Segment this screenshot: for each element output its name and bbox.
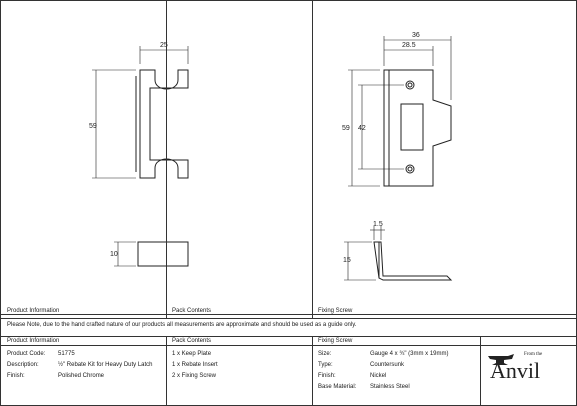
divider-sub-header <box>0 345 577 346</box>
screw-type-label: Type: <box>318 362 333 368</box>
technical-drawing: 25 59 10 36 28.5 59 42 1.5 15 <box>89 32 453 281</box>
description-label: Description: <box>7 362 39 368</box>
product-code-value: 51775 <box>58 351 75 357</box>
divider-logo <box>480 336 481 406</box>
divider-note-top <box>0 318 577 319</box>
dim-plate-width: 36 <box>412 32 420 39</box>
dim-strip-height: 59 <box>89 123 97 130</box>
description-value: ½" Rebate Kit for Heavy Duty Latch <box>58 362 153 368</box>
logo-word: Anvil <box>490 358 541 383</box>
divider-bottom-right <box>312 336 313 406</box>
pack-item-3: 2 x Fixing Screw <box>172 373 217 379</box>
divider-vertical-left <box>166 0 167 318</box>
info-header-screw: Fixing Screw <box>318 338 353 344</box>
panel-header-pack-contents: Pack Contents <box>172 308 212 314</box>
screw-type-value: Countersunk <box>370 362 405 368</box>
divider-bottom-left <box>166 336 167 406</box>
divider-note-bottom <box>0 336 577 337</box>
dim-screw-head: 1.5 <box>373 221 383 228</box>
screw-material-value: Stainless Steel <box>370 384 410 390</box>
info-header-pack: Pack Contents <box>172 338 212 344</box>
dim-plate-slot-height: 42 <box>358 125 366 132</box>
rebate-strip-drawing <box>135 69 189 179</box>
screw-finish-value: Nickel <box>370 373 387 379</box>
pack-item-2: 1 x Rebate Insert <box>172 362 218 368</box>
screw-finish-label: Finish: <box>318 373 336 379</box>
pack-item-1: 1 x Keep Plate <box>172 351 212 357</box>
anvil-emblem-icon <box>488 354 514 365</box>
logo-small-text: From the <box>524 352 543 357</box>
dim-strip-width: 25 <box>160 42 168 49</box>
product-code-label: Product Code: <box>7 351 46 357</box>
info-header-product: Product Information <box>7 338 60 344</box>
screw-size-label: Size: <box>318 351 332 357</box>
rebate-insert-drawing <box>137 241 189 267</box>
finish-label: Finish: <box>7 373 25 379</box>
dim-plate-inner-width: 28.5 <box>402 42 416 49</box>
disclaimer-note: Please Note, due to the hand crafted nat… <box>7 322 357 328</box>
divider-header-rule <box>0 314 577 315</box>
panel-header-product-info: Product Information <box>7 308 60 314</box>
divider-vertical-right <box>312 0 313 318</box>
fixing-screw-drawing <box>373 241 453 281</box>
anvil-logo: From the Anvil <box>484 348 572 400</box>
screw-size-value: Gauge 4 x ¾" (3mm x 19mm) <box>370 351 449 357</box>
dim-screw-length: 15 <box>343 257 351 264</box>
finish-value: Polished Chrome <box>58 373 105 379</box>
screw-material-label: Base Material: <box>318 384 357 390</box>
dim-insert-height: 10 <box>110 251 118 258</box>
panel-header-fixing-screw: Fixing Screw <box>318 308 353 314</box>
keep-plate-drawing <box>383 69 452 187</box>
dim-plate-height: 59 <box>342 125 350 132</box>
